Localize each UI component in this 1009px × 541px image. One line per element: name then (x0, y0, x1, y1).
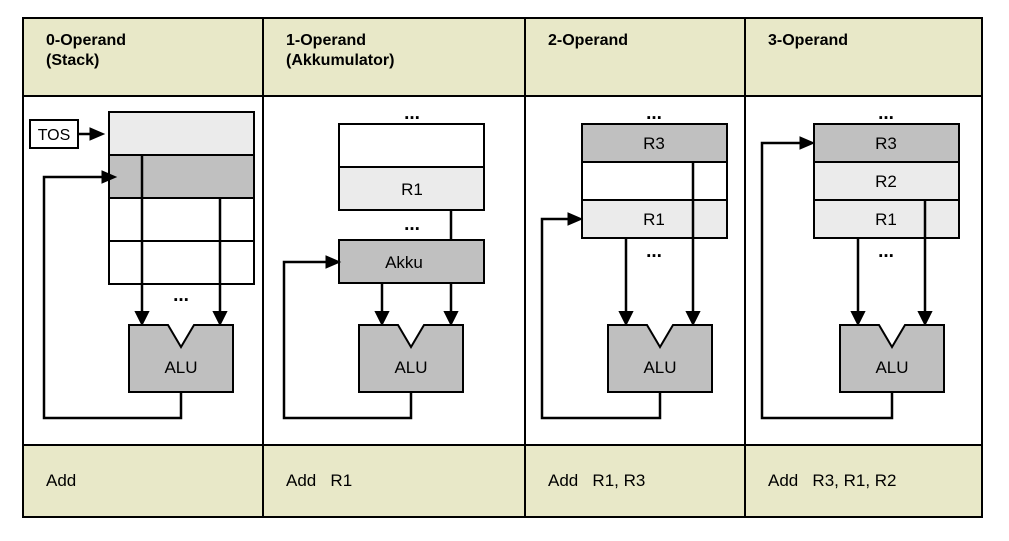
stack-operand-arrowhead-right (212, 311, 228, 327)
alu-shape (128, 324, 234, 393)
stack-ellipsis: ... (173, 285, 189, 306)
three-operand-machine-svg: ... R3 R2 R1 ... (760, 103, 960, 420)
header-cell-1-operand: 1-Operand (Akkumulator) (264, 19, 526, 95)
register-top-ellipsis: ... (878, 103, 894, 124)
register-label-r1: R1 (401, 180, 423, 199)
stack-row-second (108, 154, 255, 199)
register-bottom-ellipsis: ... (404, 214, 420, 235)
alu-label: ALU (394, 358, 427, 377)
instruction-cell-3-operand: Add R3, R1, R2 (746, 446, 981, 516)
stack-row-tos (108, 111, 255, 156)
register-row-empty (338, 123, 485, 168)
alu-result-feedback-path (540, 217, 662, 420)
alu-label: ALU (164, 358, 197, 377)
operand-architecture-table: 0-Operand (Stack) 1-Operand (Akkumulator… (22, 17, 983, 518)
three-operand-machine-diagram: ... R3 R2 R1 ... (746, 97, 981, 444)
register-top-ellipsis: ... (404, 103, 420, 124)
register-row-r1 (813, 199, 960, 239)
register-bottom-ellipsis: ... (646, 241, 662, 262)
alu-result-arrowhead (101, 170, 118, 184)
instruction-cell-1-operand: Add R1 (264, 446, 526, 516)
accumulator-to-alu-arrowhead (374, 311, 390, 327)
alu-shape (839, 324, 945, 393)
header-cell-3-operand: 3-Operand (746, 19, 981, 95)
accumulator-machine-diagram: ... R1 ... Akku (264, 97, 524, 444)
alu-result-feedback-path (42, 175, 183, 420)
register-label-r2: R2 (875, 172, 897, 191)
alu-label: ALU (875, 358, 908, 377)
register-label-r1: R1 (643, 210, 665, 229)
alu-shape (607, 324, 713, 393)
stack-machine-svg: ... ALU TOS (29, 111, 255, 420)
instruction-cell-0-operand: Add (24, 446, 264, 516)
alu-result-feedback-path (760, 141, 894, 420)
alu-result-arrowhead (325, 255, 342, 269)
two-operand-machine-svg: ... R3 R1 ... (540, 103, 728, 420)
stack-operand-arrowhead-left (134, 311, 150, 327)
stack-row-third (108, 197, 255, 242)
instruction-cell-2-operand: Add R1, R3 (526, 446, 746, 516)
accumulator-machine-svg: ... R1 ... Akku (282, 103, 485, 420)
diagram-cell-1-operand: ... R1 ... Akku (264, 97, 526, 444)
operand-arrowhead-r3 (685, 311, 701, 327)
stack-row-fourth (108, 240, 255, 285)
register-operand-arrowhead (443, 311, 459, 327)
table-footer-row: Add Add R1 Add R1, R3 Add R3, R1, R2 (24, 446, 981, 516)
alu-shape (358, 324, 464, 393)
alu-result-feedback-path (282, 260, 413, 420)
operand-arrowhead-r1 (618, 311, 634, 327)
alu-result-arrowhead (567, 212, 584, 226)
table-header-row: 0-Operand (Stack) 1-Operand (Akkumulator… (24, 19, 981, 97)
diagram-cell-3-operand: ... R3 R2 R1 ... (746, 97, 981, 444)
register-row-r1 (338, 166, 485, 211)
register-top-ellipsis: ... (646, 103, 662, 124)
tos-label: TOS (38, 127, 71, 144)
table-body-row: ... ALU TOS (24, 97, 981, 446)
register-bottom-ellipsis: ... (878, 241, 894, 262)
diagram-cell-2-operand: ... R3 R1 ... (526, 97, 746, 444)
register-row-r2 (813, 161, 960, 201)
register-row-empty (581, 161, 728, 201)
two-operand-machine-diagram: ... R3 R1 ... (526, 97, 744, 444)
alu-result-arrowhead (799, 136, 816, 150)
stack-machine-diagram: ... ALU TOS (24, 97, 262, 444)
register-label-r3: R3 (875, 134, 897, 153)
header-cell-2-operand: 2-Operand (526, 19, 746, 95)
register-label-r3: R3 (643, 134, 665, 153)
accumulator-label: Akku (385, 253, 423, 272)
operand-arrowhead-r1 (850, 311, 866, 327)
tos-pointer-arrowhead (89, 127, 106, 141)
diagram-cell-0-operand: ... ALU TOS (24, 97, 264, 444)
alu-label: ALU (643, 358, 676, 377)
register-label-r1: R1 (875, 210, 897, 229)
register-row-r3 (581, 123, 728, 163)
operand-arrowhead-r2 (917, 311, 933, 327)
header-cell-0-operand: 0-Operand (Stack) (24, 19, 264, 95)
